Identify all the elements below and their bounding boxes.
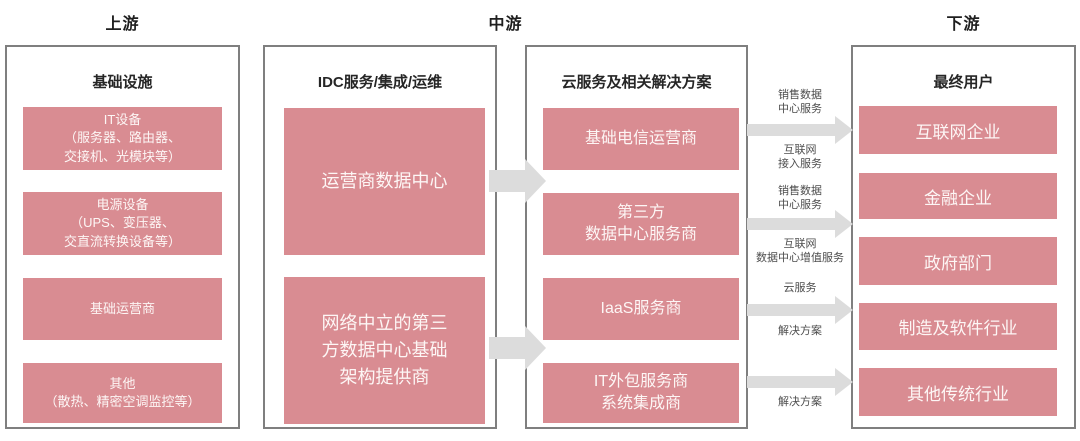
- box-it-equipment: IT设备 （服务器、路由器、 交接机、光模块等）: [23, 107, 222, 170]
- box-basic-carrier: 基础运营商: [23, 278, 222, 340]
- arrow-telecom-to-users-icon: [747, 116, 853, 144]
- header-upstream: 上游: [105, 16, 140, 33]
- column-infrastructure: 基础设施 IT设备 （服务器、路由器、 交接机、光模块等） 电源设备 （UPS、…: [5, 45, 240, 429]
- box-government: 政府部门: [859, 237, 1057, 285]
- box-power-equipment: 电源设备 （UPS、变压器、 交直流转换设备等）: [23, 192, 222, 255]
- arrow-tip: [835, 368, 853, 396]
- arrow-shaft: [747, 376, 835, 388]
- column-cloud-solutions: 云服务及相关解决方案 基础电信运营商 第三方 数据中心服务商 IaaS服务商 I…: [525, 45, 748, 429]
- box-telecom-operator: 基础电信运营商: [543, 108, 739, 170]
- box-internet-companies: 互联网企业: [859, 106, 1057, 154]
- header-midstream: 中游: [488, 16, 523, 33]
- box-third-party-dc: 第三方 数据中心服务商: [543, 193, 739, 255]
- flow-label-cloud-service: 云服务: [783, 282, 817, 294]
- arrow-shaft: [489, 337, 525, 359]
- header-downstream: 下游: [946, 16, 981, 33]
- arrow-tip: [525, 326, 546, 370]
- box-other-equipment: 其他 （散热、精密空调监控等）: [23, 363, 222, 423]
- flow-label-solutions-1: 解决方案: [778, 325, 822, 337]
- arrow-iaas-to-users-icon: [747, 296, 853, 324]
- arrow-shaft: [747, 124, 835, 136]
- column-title: 基础设施: [92, 74, 153, 91]
- arrow-tip: [835, 296, 853, 324]
- arrow-carrier-dc-to-cloud-icon: [489, 159, 546, 203]
- column-idc-service: IDC服务/集成/运维 运营商数据中心 网络中立的第三 方数据中心基础 架构提供…: [263, 45, 497, 429]
- box-it-outsourcing: IT外包服务商 系统集成商: [543, 363, 739, 423]
- flow-label-idc-value-added: 互联网 数据中心增值服务: [756, 238, 844, 265]
- arrow-outsourcing-to-users-icon: [747, 368, 853, 396]
- flow-label-internet-access: 互联网 接入服务: [778, 144, 822, 171]
- column-title: 云服务及相关解决方案: [561, 74, 712, 91]
- arrow-shaft: [489, 170, 525, 192]
- box-carrier-datacenter: 运营商数据中心: [284, 108, 485, 255]
- box-other-traditional: 其他传统行业: [859, 368, 1057, 416]
- flow-label-sell-dc-service-2: 销售数据 中心服务: [778, 185, 822, 212]
- box-manufacturing-software: 制造及软件行业: [859, 303, 1057, 350]
- arrow-tip: [525, 159, 546, 203]
- arrow-neutral-dc-to-cloud-icon: [489, 326, 546, 370]
- column-title: IDC服务/集成/运维: [317, 74, 443, 91]
- box-neutral-third-party: 网络中立的第三 方数据中心基础 架构提供商: [284, 277, 485, 424]
- box-financial-companies: 金融企业: [859, 173, 1057, 219]
- box-iaas-provider: IaaS服务商: [543, 278, 739, 340]
- flow-label-solutions-2: 解决方案: [778, 396, 822, 408]
- arrow-thirdparty-to-users-icon: [747, 210, 853, 238]
- arrow-tip: [835, 116, 853, 144]
- column-end-users: 最终用户 互联网企业 金融企业 政府部门 制造及软件行业 其他传统行业: [851, 45, 1076, 429]
- flow-label-sell-dc-service-1: 销售数据 中心服务: [778, 89, 822, 116]
- arrow-tip: [835, 210, 853, 238]
- arrow-shaft: [747, 218, 835, 230]
- arrow-shaft: [747, 304, 835, 316]
- column-title: 最终用户: [933, 74, 994, 91]
